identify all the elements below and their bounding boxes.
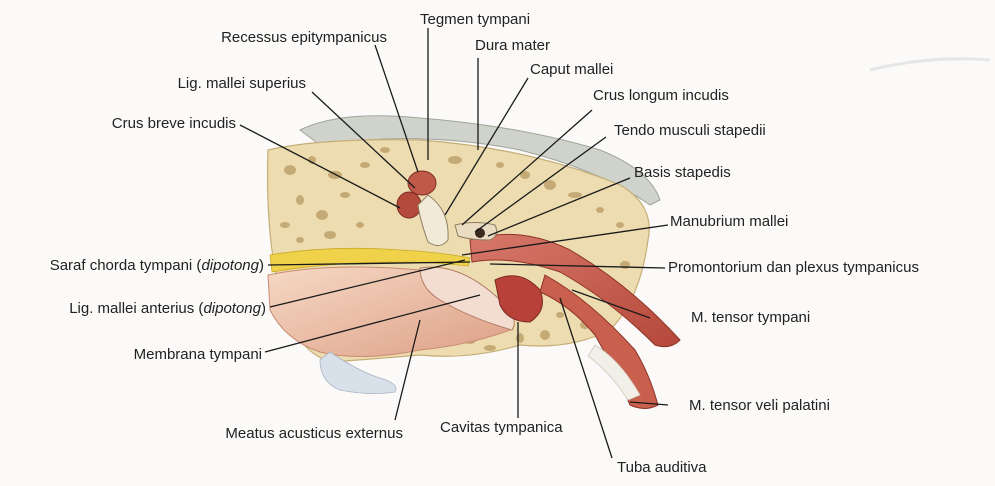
bone-pore [316,210,328,220]
label-lig-mallei-anterius: Lig. mallei anterius (dipotong) [69,300,266,317]
bone-pore [484,345,496,351]
label-saraf-chorda-tympani: Saraf chorda tympani (dipotong) [50,257,264,274]
label-meatus-acusticus-externus: Meatus acusticus externus [225,425,403,442]
label-lig-ant-italic: dipotong [203,300,261,317]
label-caput-mallei: Caput mallei [530,61,613,78]
bone-pore [556,312,564,318]
bone-pore [296,195,304,205]
label-crus-longum-incudis: Crus longum incudis [593,87,729,104]
label-m-tensor-veli-palatini: M. tensor veli palatini [689,397,830,414]
bone-pore [296,237,304,243]
background-smudge [870,59,990,70]
bone-pore [616,222,624,228]
bone-pore [540,330,550,340]
label-manubrium-mallei: Manubrium mallei [670,213,788,230]
bone-pore [544,180,556,190]
bone-pore [340,192,350,198]
bone-pore [324,231,336,239]
label-recessus-epitympanicus: Recessus epitympanicus [221,29,387,46]
bone-pore [448,156,462,164]
incus-body [397,192,421,218]
label-lig-ant-close: ) [261,300,266,317]
malleus-head [408,171,436,195]
bone-pore [356,222,364,228]
label-chorda-close: ) [259,257,264,274]
bone-pore [568,192,582,198]
label-chorda-italic: dipotong [201,257,259,274]
label-tendo-musculi-stapedii: Tendo musculi stapedii [614,122,766,139]
label-membrana-tympani: Membrana tympani [134,346,262,363]
label-tuba-auditiva: Tuba auditiva [617,459,707,476]
label-lig-mallei-superius: Lig. mallei superius [178,75,306,92]
bone-pore [280,222,290,228]
label-promontorium: Promontorium dan plexus tympanicus [668,259,919,276]
label-cavitas-tympanica: Cavitas tympanica [440,419,563,436]
bone-pore [516,333,524,343]
stapes-base [475,228,485,238]
bone-pore [284,165,296,175]
bone-pore [596,207,604,213]
bone-pore [360,162,370,168]
label-lig-ant-text: Lig. mallei anterius ( [69,300,203,317]
label-dura-mater: Dura mater [475,37,550,54]
bone-pore [496,162,504,168]
label-tegmen-tympani: Tegmen tympani [420,11,530,28]
label-crus-breve-incudis: Crus breve incudis [112,115,236,132]
label-chorda-text: Saraf chorda tympani ( [50,257,202,274]
bone-pore [380,147,390,153]
label-m-tensor-tympani: M. tensor tympani [691,309,810,326]
label-basis-stapedis: Basis stapedis [634,164,731,181]
